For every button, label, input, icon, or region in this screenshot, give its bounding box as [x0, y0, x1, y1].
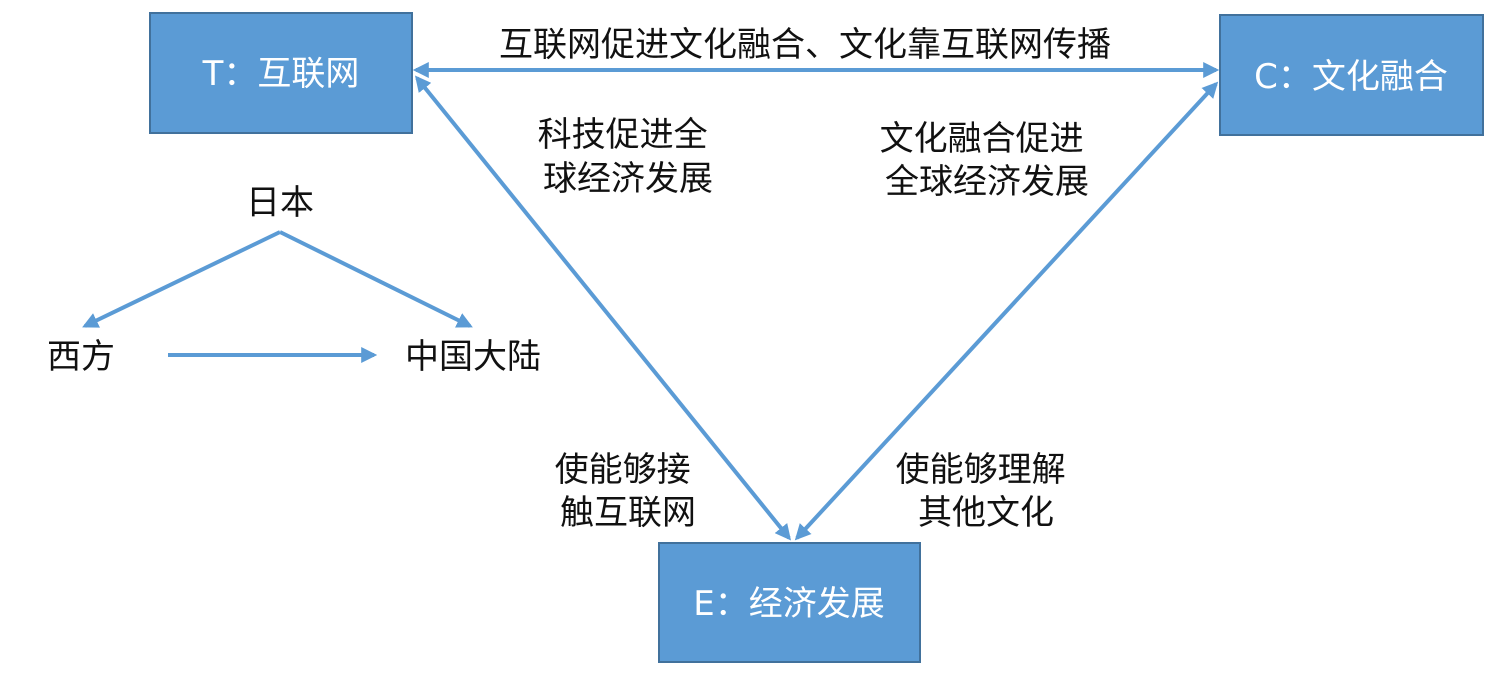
edge-label-t-e-lower-line-1: 使能够接: [555, 450, 691, 490]
mini-japan-label: 日本: [246, 183, 314, 223]
edge-label-t-e-upper-line-1: 科技促进全: [538, 115, 708, 155]
edge-label-t-e-upper-line-2: 球经济发展: [543, 159, 713, 199]
node-c-culture-fusion: C：文化融合: [1219, 14, 1484, 136]
edge-label-t-e-upper: 科技促进全 球经济发展: [538, 115, 719, 199]
edge-label-c-e-upper-line-1: 文化融合促进: [880, 119, 1084, 159]
node-t-label: T：互联网: [202, 54, 360, 94]
edge-label-c-e-lower: 使能够理解 其他文化: [896, 450, 1077, 533]
node-e-economic-development: E：经济发展: [658, 542, 921, 663]
edge-t-e-arrow: [414, 75, 792, 541]
mini-arrow-japan-to-mainland: [279, 230, 473, 328]
mini-arrow-japan-to-west: [82, 230, 281, 328]
edge-label-t-c: 互联网促进文化融合、文化靠互联网传播: [499, 25, 1111, 65]
edge-label-c-e-lower-line-2: 其他文化: [918, 493, 1054, 533]
edge-label-c-e-upper-line-2: 全球经济发展: [885, 162, 1089, 202]
mini-west-label: 西方: [47, 337, 115, 377]
mini-mainland-label: 中国大陆: [405, 337, 541, 377]
edge-label-t-e-lower: 使能够接 触互联网: [555, 450, 702, 533]
edge-label-c-e-upper: 文化融合促进 全球经济发展: [880, 119, 1095, 202]
node-t-internet: T：互联网: [149, 12, 413, 134]
edge-c-e-arrow: [794, 81, 1219, 541]
node-e-label: E：经济发展: [693, 584, 884, 624]
node-c-label: C：文化融合: [1254, 57, 1448, 97]
edge-label-t-e-lower-line-2: 触互联网: [560, 493, 696, 533]
edge-label-c-e-lower-line-1: 使能够理解: [896, 450, 1066, 490]
